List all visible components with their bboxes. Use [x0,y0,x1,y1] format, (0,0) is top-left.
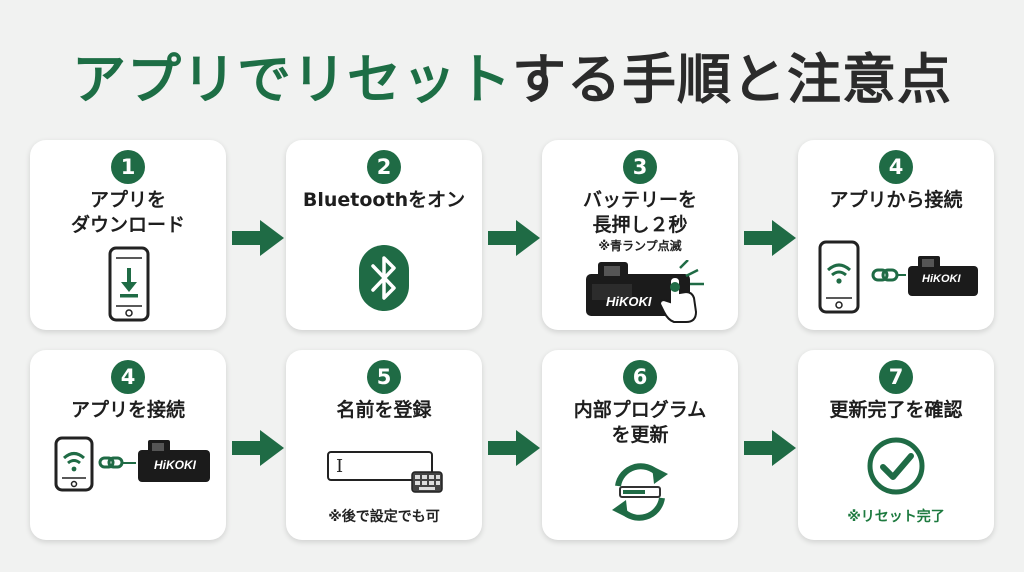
phone-download-icon [108,246,150,322]
step-label: 内部プログラム を更新 [548,398,732,448]
flow-arrow [488,220,540,256]
step-label: アプリを接続 [36,398,220,423]
step-card-bluetooth: 2 Bluetoothをオン [286,140,482,330]
step-number: 4 [879,150,913,184]
step-label-line1: アプリを [89,189,166,211]
step-note: ※後で設定でも可 [328,509,440,525]
battery-press-icon: HiKOKI [584,260,714,324]
check-circle-icon [867,437,925,495]
page-title: アプリでリセットする手順と注意点 [0,40,1024,120]
step-label-line2: を更新 [611,424,669,446]
battery-brand: HiKOKI [606,294,652,309]
flow-arrow [232,430,284,466]
step-label: 名前を登録 [292,398,476,423]
update-cycle-icon [612,463,668,521]
step-label: バッテリーを 長押し２秒 ※青ランプ点滅 [548,188,732,254]
title-dark: する手順と注意点 [512,48,952,111]
step-label-line1: 名前を登録 [336,399,432,421]
step-label-line1: 更新完了を確認 [829,399,963,421]
step-label-line2: 長押し２秒 [592,214,688,236]
step-label-sub: ※青ランプ点滅 [598,239,682,253]
step-number: 7 [879,360,913,394]
title-green: アプリでリセット [72,48,512,111]
step-label-line1: アプリを接続 [70,399,185,421]
step-card-battery-press: 3 バッテリーを 長押し２秒 ※青ランプ点滅 HiKOKI [542,140,738,330]
phone-link-battery-icon: HiKOKI [54,436,224,512]
step-label: アプリから接続 [804,188,988,213]
step-label-line1: Bluetoothをオン [302,189,466,211]
phone-link-battery-icon: HiKOKI [818,240,988,316]
flow-arrow [744,430,796,466]
text-cursor: I [336,456,344,477]
step-card-app-connect-2: 4 アプリを接続 HiKOKI [30,350,226,540]
flow-arrow [232,220,284,256]
step-card-download: 1 アプリを ダウンロード [30,140,226,330]
step-label-line1: バッテリーを [582,189,697,211]
step-label: Bluetoothをオン [292,188,476,213]
step-note: ※リセット完了 [847,509,945,525]
step-label-line1: アプリから接続 [829,189,963,211]
step-number: 6 [623,360,657,394]
step-number: 1 [111,150,145,184]
battery-brand: HiKOKI [922,273,961,285]
step-number: 2 [367,150,401,184]
step-card-app-connect: 4 アプリから接続 HiKOKI [798,140,994,330]
step-number: 4 [111,360,145,394]
step-card-update-program: 6 内部プログラム を更新 [542,350,738,540]
step-label-line1: 内部プログラム [573,399,707,421]
bluetooth-icon [359,245,409,311]
step-label: 更新完了を確認 [804,398,988,423]
step-label-line2: ダウンロード [70,214,185,236]
flow-arrow [744,220,796,256]
step-label: アプリを ダウンロード [36,188,220,238]
battery-brand: HiKOKI [154,458,196,472]
step-card-confirm-complete: 7 更新完了を確認 ※リセット完了 [798,350,994,540]
text-field-keyboard-icon: I [326,448,446,496]
flow-arrow [488,430,540,466]
step-number: 3 [623,150,657,184]
step-card-register-name: 5 名前を登録 I ※後で設定でも可 [286,350,482,540]
step-number: 5 [367,360,401,394]
